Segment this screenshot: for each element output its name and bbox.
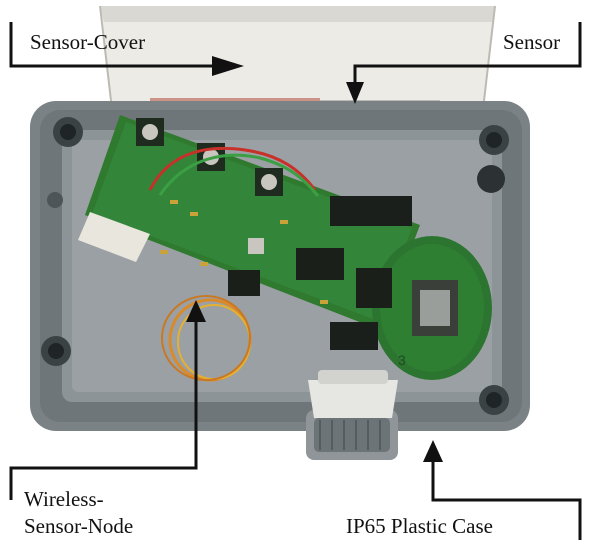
wireless-sensor-node-label-line2: Sensor-Node (24, 514, 134, 538)
sensor-cover-label: Sensor-Cover (30, 30, 146, 54)
node-pointer (9, 314, 198, 500)
case-pointer (431, 455, 582, 540)
plastic-case-label: IP65 Plastic Case (346, 514, 493, 538)
node-arrowhead (186, 300, 206, 322)
cable-gland (306, 370, 398, 460)
wire-coil (161, 295, 252, 382)
sensor-pointer (353, 22, 582, 88)
sensor-cover-pointer (9, 22, 220, 68)
board-marking: 3 (398, 352, 406, 368)
wireless-sensor-node-board (78, 115, 492, 380)
wireless-sensor-node-label-line1: Wireless- (24, 487, 104, 511)
sensor-label: Sensor (503, 30, 561, 54)
sensor-cover-arrowhead (212, 56, 244, 76)
sensor-arrowhead (346, 82, 364, 104)
annotation-arrowheads (186, 56, 443, 462)
case-arrowhead (423, 440, 443, 462)
annotation-lines (9, 22, 582, 540)
